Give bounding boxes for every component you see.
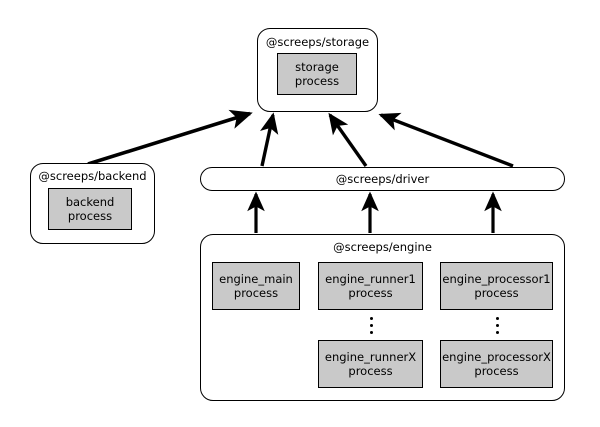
process-engine-main-name: engine_main (219, 271, 293, 286)
process-engine-runnerx-kind: process (348, 364, 393, 378)
process-engine-runnerx-name: engine_runnerX (324, 349, 417, 364)
process-backend-kind: process (67, 209, 113, 223)
process-backend[interactable]: backend process (48, 188, 132, 230)
edge-driver-to-storage-2 (328, 112, 368, 167)
process-engine-processorx-kind: process (474, 364, 519, 378)
process-engine-runnerx[interactable]: engine_runnerX process (318, 340, 423, 388)
process-storage-kind: process (294, 74, 340, 88)
process-engine-processor1-name: engine_processor1 (442, 271, 551, 286)
process-engine-runner1-name: engine_runner1 (325, 271, 416, 286)
edge-backend-to-storage (87, 109, 253, 166)
edge-driver-to-storage-1 (259, 112, 279, 167)
package-driver-label: @screeps/driver (335, 171, 430, 186)
package-storage-label: @screeps/storage (265, 35, 370, 49)
process-storage-name: storage (295, 59, 339, 74)
edge-driver-to-storage-3 (378, 112, 514, 168)
process-engine-processorx[interactable]: engine_processorX process (440, 340, 553, 388)
process-engine-runner1-kind: process (348, 286, 393, 300)
process-engine-processorx-name: engine_processorX (442, 349, 551, 364)
process-engine-processor1-kind: process (474, 286, 519, 300)
process-engine-runner1[interactable]: engine_runner1 process (318, 262, 423, 310)
process-engine-processor1[interactable]: engine_processor1 process (440, 262, 553, 310)
process-engine-main[interactable]: engine_main process (212, 262, 300, 310)
package-engine-label: @screeps/engine (333, 240, 432, 254)
process-engine-main-kind: process (233, 286, 279, 300)
package-backend-label: @screeps/backend (38, 169, 147, 183)
vertical-ellipsis-runner-icon (366, 317, 376, 338)
process-storage[interactable]: storage process (277, 53, 357, 95)
process-backend-name: backend (65, 194, 115, 209)
vertical-ellipsis-processor-icon (492, 317, 502, 338)
package-driver[interactable]: @screeps/driver (200, 167, 565, 191)
